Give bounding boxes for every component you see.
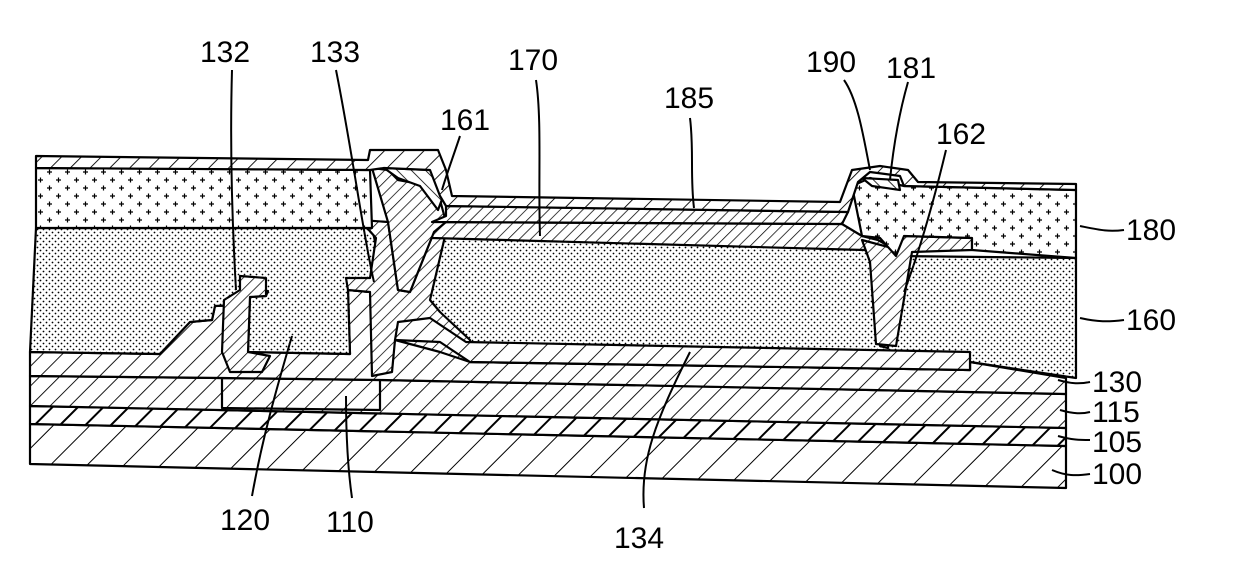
label-132: 132 bbox=[200, 36, 250, 69]
label-170: 170 bbox=[508, 44, 558, 77]
label-185: 185 bbox=[664, 82, 714, 115]
label-180: 180 bbox=[1126, 214, 1176, 247]
label-133: 133 bbox=[310, 36, 360, 69]
label-130: 130 bbox=[1092, 366, 1142, 399]
label-100: 100 bbox=[1092, 458, 1142, 491]
leader-161 bbox=[442, 136, 460, 190]
label-160: 160 bbox=[1126, 304, 1176, 337]
label-120: 120 bbox=[220, 504, 270, 537]
leader-190 bbox=[844, 80, 870, 170]
label-162: 162 bbox=[936, 118, 986, 151]
leader-185 bbox=[690, 118, 694, 208]
leader-181 bbox=[890, 82, 908, 180]
label-110: 110 bbox=[326, 506, 374, 539]
label-190: 190 bbox=[806, 46, 856, 79]
label-181: 181 bbox=[886, 52, 936, 85]
label-161: 161 bbox=[440, 104, 490, 137]
leader-160 bbox=[1080, 318, 1124, 321]
label-134: 134 bbox=[614, 522, 664, 555]
semiconductor-layer-110 bbox=[222, 378, 380, 410]
leader-180 bbox=[1080, 226, 1124, 231]
second-insulator-180 bbox=[36, 168, 372, 228]
label-115: 115 bbox=[1092, 396, 1140, 429]
label-105: 105 bbox=[1092, 426, 1142, 459]
